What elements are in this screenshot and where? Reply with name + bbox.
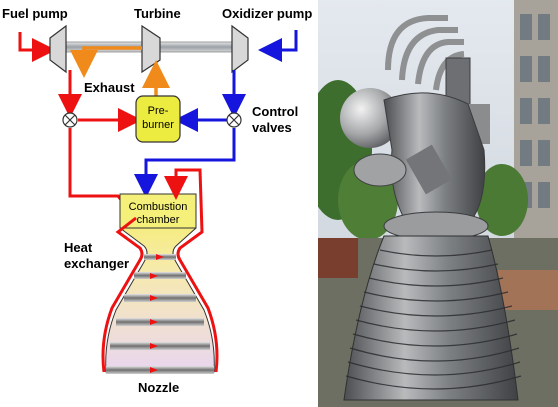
engine-pipes [385,15,465,91]
preburner-box [135,95,181,143]
control-valves-label-2: valves [252,120,292,135]
oxidizer-inlet-line [258,30,298,62]
heat-exchanger-label-1: Heat [64,240,93,255]
nozzle-coolant-left [101,216,144,373]
oxidizer-to-chamber-line [134,128,236,198]
engine-cycle-diagram: Pre- burner Combustion chamber Fuel pump… [2,6,312,395]
turbine-label: Turbine [134,6,181,21]
preburner-label-2: burner [142,119,174,131]
control-valves-label-1: Control [252,104,298,119]
chamber-label-2: chamber [137,214,180,226]
turbine-icon [141,24,161,74]
oxidizer-pump-label: Oxidizer pump [222,6,312,21]
exhaust-line [70,46,142,78]
oxidizer-control-valve-icon [226,112,242,128]
fuel-pump-icon [49,24,67,74]
nozzle-coolant-right [164,168,219,373]
oxidizer-pump-icon [231,24,249,74]
nozzle-label: Nozzle [138,380,179,395]
rocket-engine-photo [318,0,558,407]
fuel-inlet-line [18,32,56,62]
nozzle-ribs [345,249,522,390]
fuel-control-valve-icon [62,112,78,128]
engine-nozzle-bell [343,235,519,401]
chamber-label-1: Combustion [129,201,188,213]
coolant-flow-arrows [150,254,164,373]
heat-exchanger-label-2: exchanger [64,256,129,271]
preburner-label-1: Pre- [148,105,169,117]
exhaust-label: Exhaust [84,80,135,95]
fuel-pump-label: Fuel pump [2,6,68,21]
